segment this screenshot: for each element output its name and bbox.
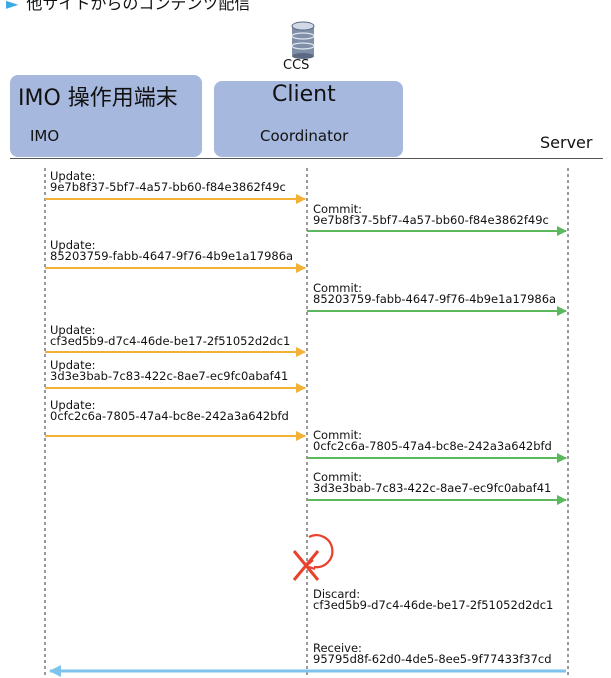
update-message-4: Update:3d3e3bab-7c83-422c-8ae7-ec9fc0aba…	[50, 358, 289, 383]
commit-message-2: Commit:85203759-fabb-4647-9f76-4b9e1a179…	[313, 281, 557, 306]
commit-message-4: Commit:3d3e3bab-7c83-422c-8ae7-ec9fc0aba…	[313, 470, 552, 495]
client-title: Client	[272, 82, 336, 107]
header-divider	[10, 158, 603, 159]
server-lifeline-label: Server	[540, 133, 593, 152]
imo-box	[10, 75, 202, 157]
commit-message-1: Commit:9e7b8f37-5bf7-4a57-bb60-f84e3862f…	[313, 202, 549, 227]
receive-message: Receive:95795d8f-62d0-4de5-8ee5-9f77433f…	[313, 641, 552, 666]
imo-title: IMO 操作用端末	[18, 86, 178, 111]
diagram-caption: ► 他サイトからのコンテンツ配信	[6, 0, 250, 14]
update-message-5: Update:0cfc2c6a-7805-47a4-bc8e-242a3a642…	[50, 398, 289, 423]
triangle-bullet-icon: ►	[6, 0, 19, 13]
client-box	[214, 81, 403, 157]
update-message-2: Update:85203759-fabb-4647-9f76-4b9e1a179…	[50, 238, 294, 263]
ccs-label: CCS	[283, 58, 310, 73]
discard-message: Discard:cf3ed5b9-d7c4-46de-be17-2f51052d…	[313, 587, 554, 612]
database-icon	[291, 21, 315, 59]
discard-icon	[292, 534, 334, 581]
update-message-3: Update:cf3ed5b9-d7c4-46de-be17-2f51052d2…	[50, 323, 291, 348]
imo-lifeline-label: IMO	[30, 127, 60, 145]
commit-message-3: Commit:0cfc2c6a-7805-47a4-bc8e-242a3a642…	[313, 428, 552, 453]
coordinator-lifeline-label: Coordinator	[260, 127, 349, 145]
caption-text: 他サイトからのコンテンツ配信	[26, 0, 251, 13]
update-message-1: Update:9e7b8f37-5bf7-4a57-bb60-f84e3862f…	[50, 169, 286, 194]
